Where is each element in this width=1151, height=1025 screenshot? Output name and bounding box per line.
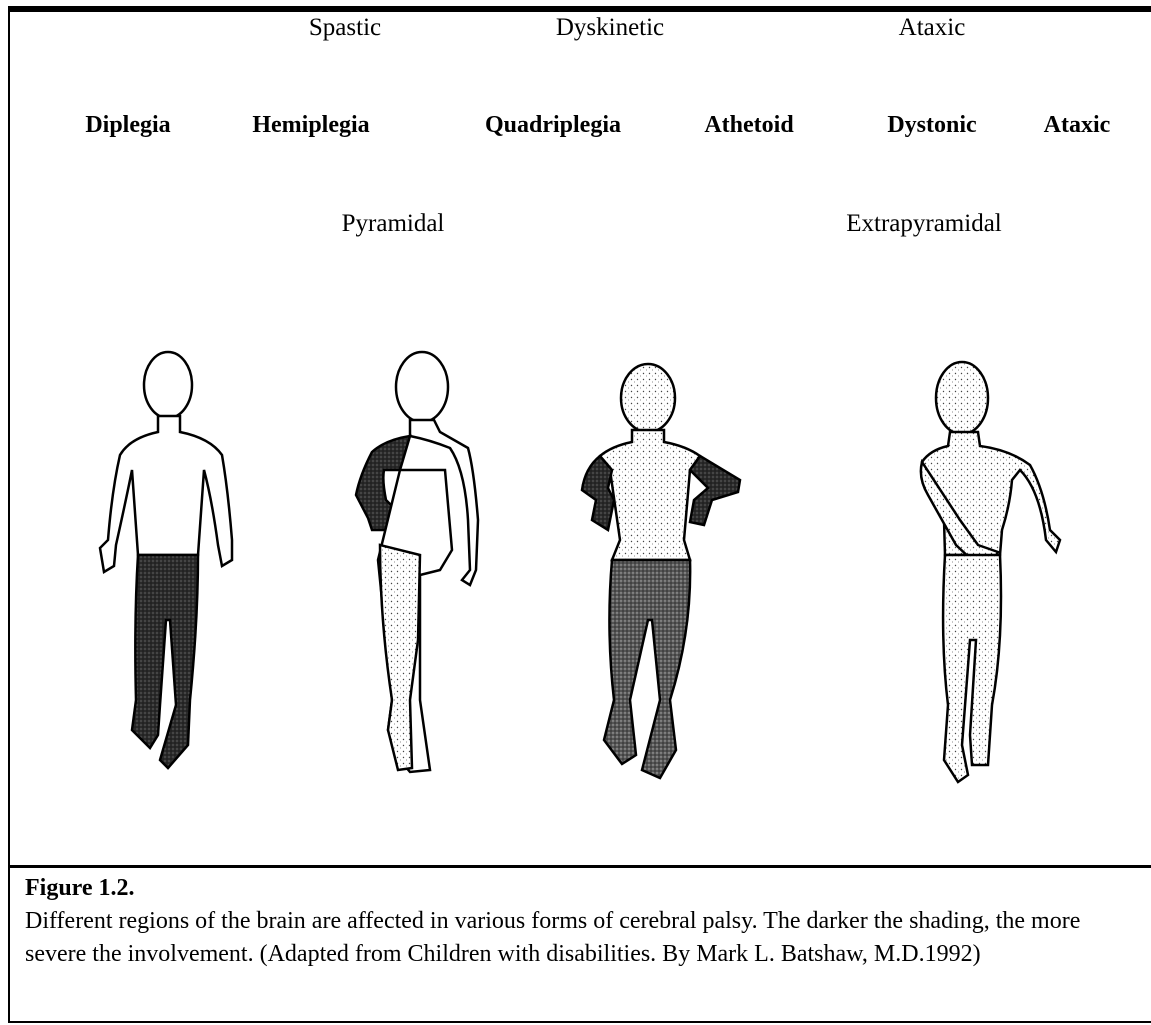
caption-text: Different regions of the brain are affec… bbox=[25, 905, 1140, 971]
figure-ataxic bbox=[921, 362, 1060, 782]
caption-divider bbox=[8, 865, 1151, 868]
figure-hemiplegia bbox=[356, 352, 478, 772]
figure-caption: Figure 1.2. Different regions of the bra… bbox=[25, 872, 1140, 971]
subtype-label-diplegia: Diplegia bbox=[85, 112, 170, 139]
subtype-label-dystonic: Dystonic bbox=[887, 112, 976, 139]
group-label-dyskinetic: Dyskinetic bbox=[556, 14, 664, 42]
subtype-label-athetoid: Athetoid bbox=[704, 112, 793, 139]
group-label-spastic: Spastic bbox=[309, 14, 381, 42]
subtype-label-quadriplegia: Quadriplegia bbox=[485, 112, 621, 139]
tract-label-extrapyramidal: Extrapyramidal bbox=[846, 210, 1002, 238]
subtype-label-ataxic: Ataxic bbox=[1044, 112, 1111, 139]
tract-label-pyramidal: Pyramidal bbox=[342, 210, 445, 238]
caption-title: Figure 1.2. bbox=[25, 872, 1140, 905]
group-label-ataxic: Ataxic bbox=[899, 14, 966, 42]
figure-diplegia bbox=[100, 352, 232, 768]
figure-quadriplegia bbox=[582, 364, 740, 778]
subtype-label-hemiplegia: Hemiplegia bbox=[252, 112, 369, 139]
body-figures-illustration bbox=[0, 290, 1151, 850]
